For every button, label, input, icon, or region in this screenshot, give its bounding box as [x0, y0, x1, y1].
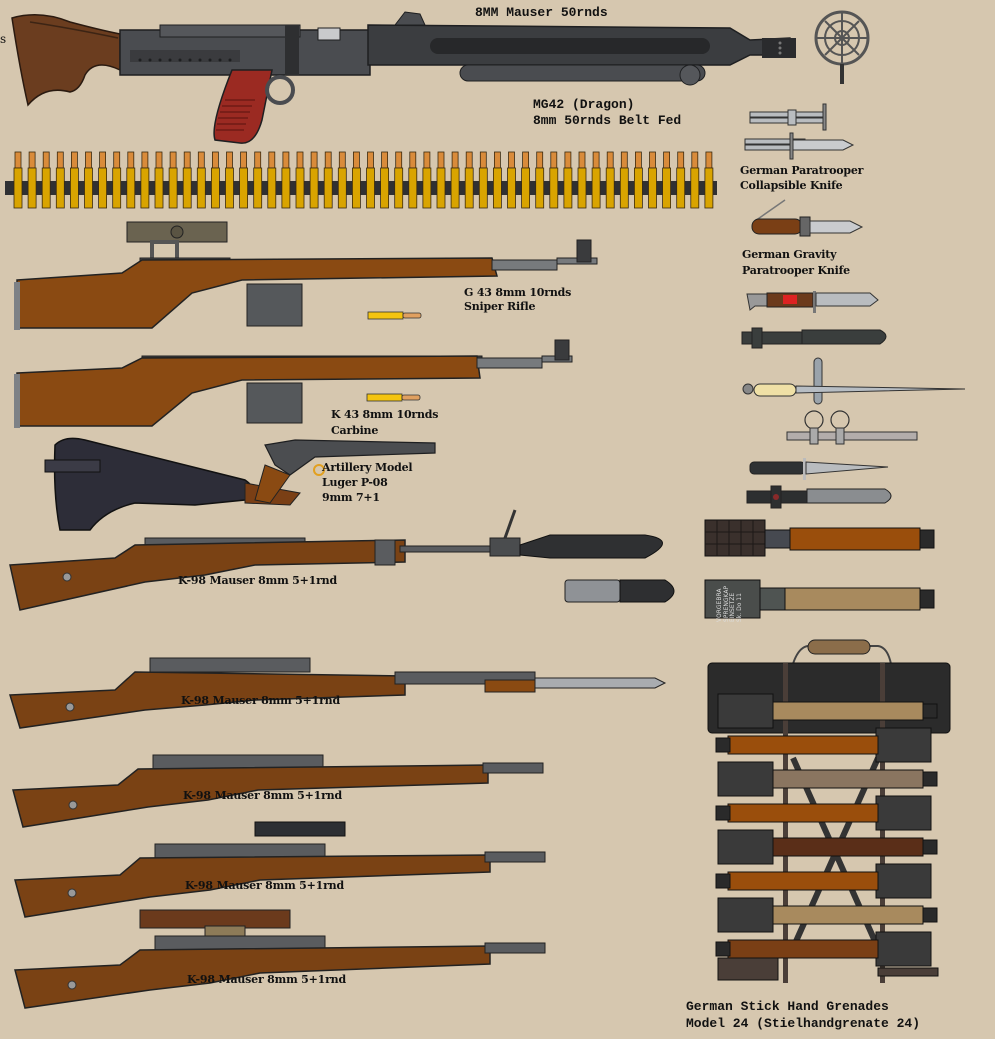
paratrooper-collapsible-knife-sprite [744, 103, 855, 160]
g43-sniper-rifle-sprite [14, 221, 598, 330]
k98-label-4: K-98 Mauser 8mm 5+1rnd [185, 879, 344, 892]
luger-label-line2: Luger P-08 [322, 476, 388, 489]
mg42-name-label: MG42 (Dragon) [533, 97, 635, 112]
rifle-grenade-round-icon [564, 579, 675, 603]
k43-carbine-sprite [14, 339, 573, 428]
k98-label-3: K-98 Mauser 8mm 5+1rnd [183, 789, 342, 802]
g43-label-line1: G 43 8mm 10rnds [464, 286, 572, 299]
luftwaffe-dagger-sprite [742, 357, 966, 405]
k43-label-line1: K 43 8mm 10rnds [331, 408, 439, 421]
k98-bayonet-sprite [9, 657, 667, 729]
stick-grenade-carrier-rack-sprite [707, 639, 951, 983]
paratrooper-knife-label-line1: German Paratrooper [740, 164, 864, 177]
k98-label-5: K-98 Mauser 8mm 5+1rnd [187, 973, 346, 986]
luger-p08-holster-stock-sprite [44, 437, 436, 531]
hitler-youth-knife-sprite [746, 291, 879, 313]
k98-short-scope-sprite [14, 821, 546, 918]
k98-rifle-grenade-launcher-sprite [9, 509, 663, 611]
gravity-knife-sprite [751, 199, 864, 237]
stick-grenade-smoke-sprite [704, 579, 935, 619]
combat-knife-sprite [749, 458, 889, 480]
rifle-cartridge-icon [367, 311, 422, 320]
combat-knife-scabbard-sprite [746, 485, 892, 509]
g43-label-line2: Sniper Rifle [464, 300, 536, 313]
rifle-cartridge-icon [366, 393, 421, 402]
k98-standard-sprite [12, 754, 544, 828]
gravity-knife-label-line1: German Gravity [742, 248, 837, 261]
luger-label-line3: 9mm 7+1 [322, 491, 380, 504]
luger-label-line1: Artillery Model [322, 461, 413, 474]
mg42-ammo-label: 8MM Mauser 50rnds [475, 5, 608, 20]
k98-label-1: K-98 Mauser 8mm 5+1rnd [178, 574, 337, 587]
grenades-label-line1: German Stick Hand Grenades [686, 999, 889, 1014]
ammo-belt-sprite [5, 151, 717, 209]
anti-aircraft-ring-sight-icon [814, 10, 870, 84]
mg42-sprite [11, 11, 797, 144]
paratrooper-knife-label-line2: Collapsible Knife [740, 179, 843, 192]
stick-grenade-fragmentation-sleeve-sprite [704, 519, 935, 557]
grenades-label-line2: Model 24 (Stielhandgrenate 24) [686, 1016, 921, 1031]
bayonet-scabbard-sprite [741, 327, 887, 349]
dress-dagger-scabbard-sprite [786, 410, 918, 445]
mg42-desc-label: 8mm 50rnds Belt Fed [533, 113, 682, 128]
k98-long-scope-sprite [14, 909, 546, 1009]
edge-text-fragment: s [0, 32, 6, 46]
gravity-knife-label-line2: Paratrooper Knife [742, 264, 850, 277]
k98-label-2: K-98 Mauser 8mm 5+1rnd [181, 694, 340, 707]
k43-label-line2: Carbine [331, 424, 379, 437]
grenade-can-stencil-text: VORGEBRA SPRENGKAP EINSETZE Sk. Do 11 [716, 585, 743, 622]
